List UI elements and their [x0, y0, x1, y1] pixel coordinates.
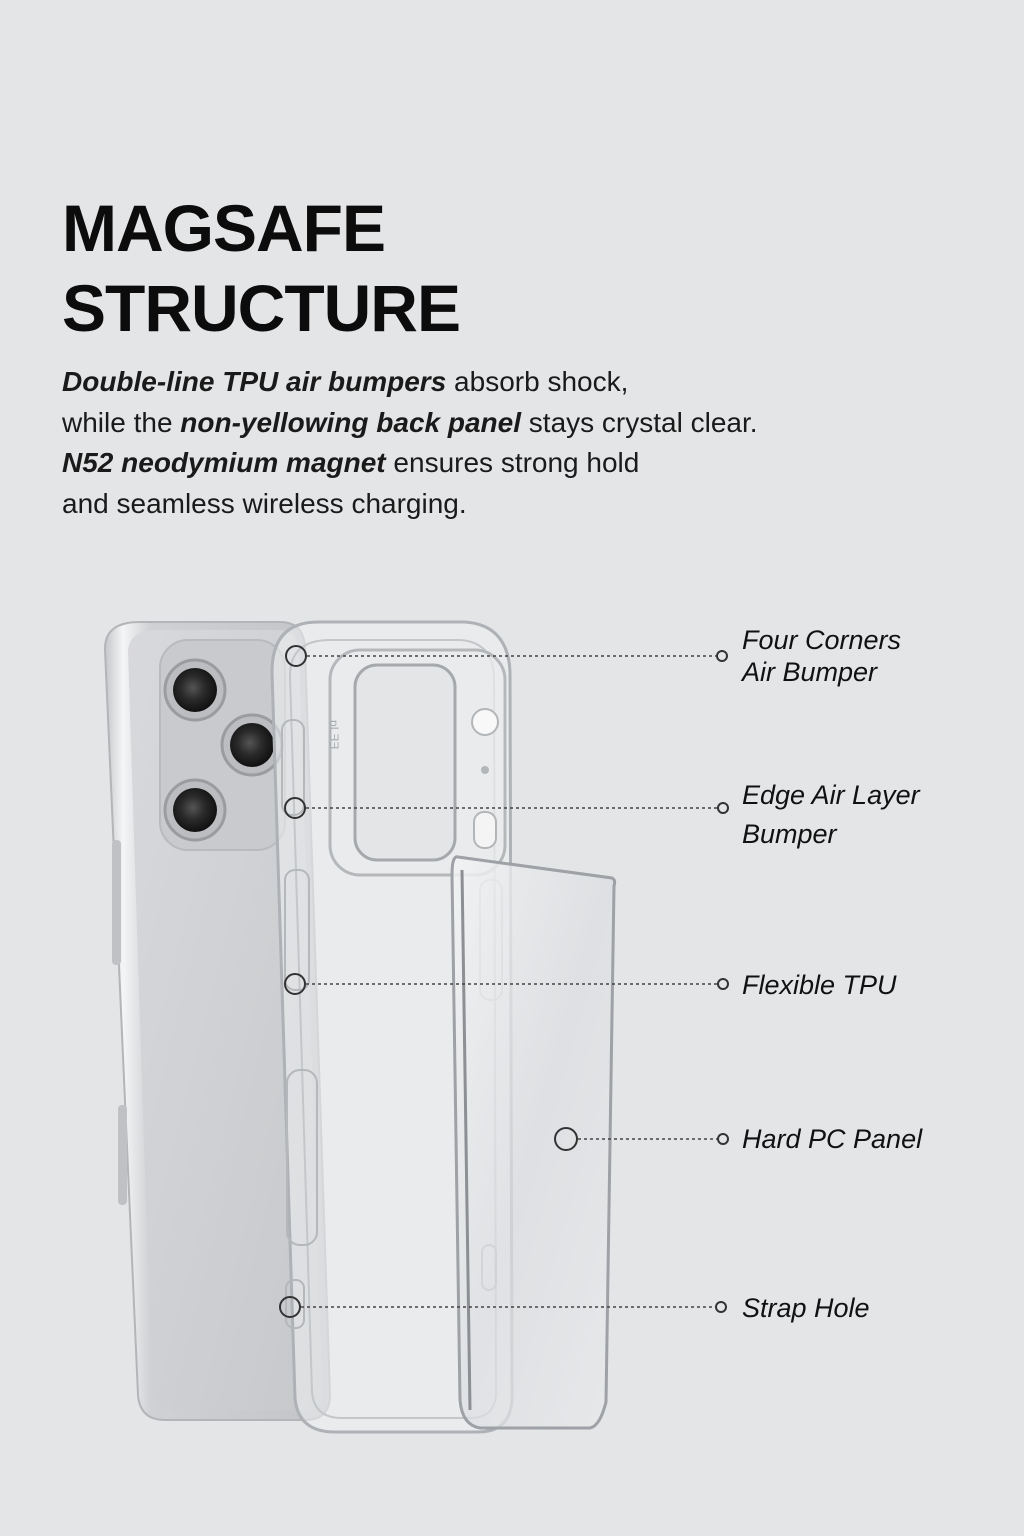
marker-end [717, 802, 729, 814]
marker-four-corners [285, 645, 307, 667]
phone-side-button [112, 840, 121, 965]
callout-label: Four Corners [742, 625, 902, 655]
description-text: stays crystal clear. [521, 406, 758, 438]
marker-hard-pc [554, 1127, 578, 1151]
camera-cutout [353, 663, 457, 862]
description-line-1: Double-line TPU air bumpers absorb shock… [62, 362, 962, 403]
marker-edge-air [284, 797, 306, 819]
callout-flexible-tpu: Flexible TPU [742, 969, 897, 1001]
callout-strap-hole: Strap Hole [742, 1292, 870, 1324]
marker-strap-hole [279, 1296, 301, 1318]
marker-end [715, 1301, 727, 1313]
callout-label: Flexible TPU [742, 970, 897, 1000]
description-line-2: while the non-yellowing back panel stays… [62, 403, 962, 444]
callout-hard-pc-panel: Hard PC Panel [742, 1123, 922, 1155]
marker-flexible-tpu [284, 973, 306, 995]
callout-label: Hard PC Panel [742, 1124, 923, 1154]
callout-markers [279, 645, 729, 1318]
callout-leader-lines [301, 655, 718, 1308]
page-title: MAGSAFE STRUCTURE [62, 188, 461, 348]
camera-lens [173, 668, 217, 712]
title-line-1: MAGSAFE [62, 191, 386, 265]
callout-label: Air Bumper [742, 657, 878, 687]
description-text: while the [62, 406, 181, 438]
description-emphasis-panel: non-yellowing back panel [180, 406, 522, 438]
callout-label: Bumper [742, 819, 837, 849]
marker-end [716, 650, 728, 662]
feature-description: Double-line TPU air bumpers absorb shock… [62, 362, 962, 524]
callout-edge-air-layer: Edge Air Layer Bumper [742, 776, 920, 854]
title-line-2: STRUCTURE [62, 271, 461, 345]
description-text: absorb shock, [446, 366, 629, 397]
marker-end [717, 978, 729, 990]
callout-label: Strap Hole [742, 1293, 870, 1323]
camera-lens [173, 788, 217, 832]
callout-label: Edge Air Layer [742, 780, 920, 810]
description-line-3: N52 neodymium magnet ensures strong hold [62, 443, 962, 484]
marker-end [717, 1133, 729, 1145]
description-line-4: and seamless wireless charging. [62, 487, 467, 519]
strap-hole-slot [285, 1279, 305, 1329]
phone-side-button [118, 1105, 127, 1205]
description-emphasis-magnet: N52 neodymium magnet [62, 447, 386, 478]
case-logo: ɒLƎƎ [327, 720, 341, 749]
description-text: ensures strong hold [385, 447, 640, 478]
callout-four-corners: Four Corners Air Bumper [742, 624, 901, 688]
camera-lens [230, 723, 274, 767]
description-emphasis-bumpers: Double-line TPU air bumpers [62, 366, 447, 397]
camera-module [159, 639, 286, 851]
tpu-case [270, 620, 514, 1434]
pc-back-panel [450, 855, 617, 1430]
